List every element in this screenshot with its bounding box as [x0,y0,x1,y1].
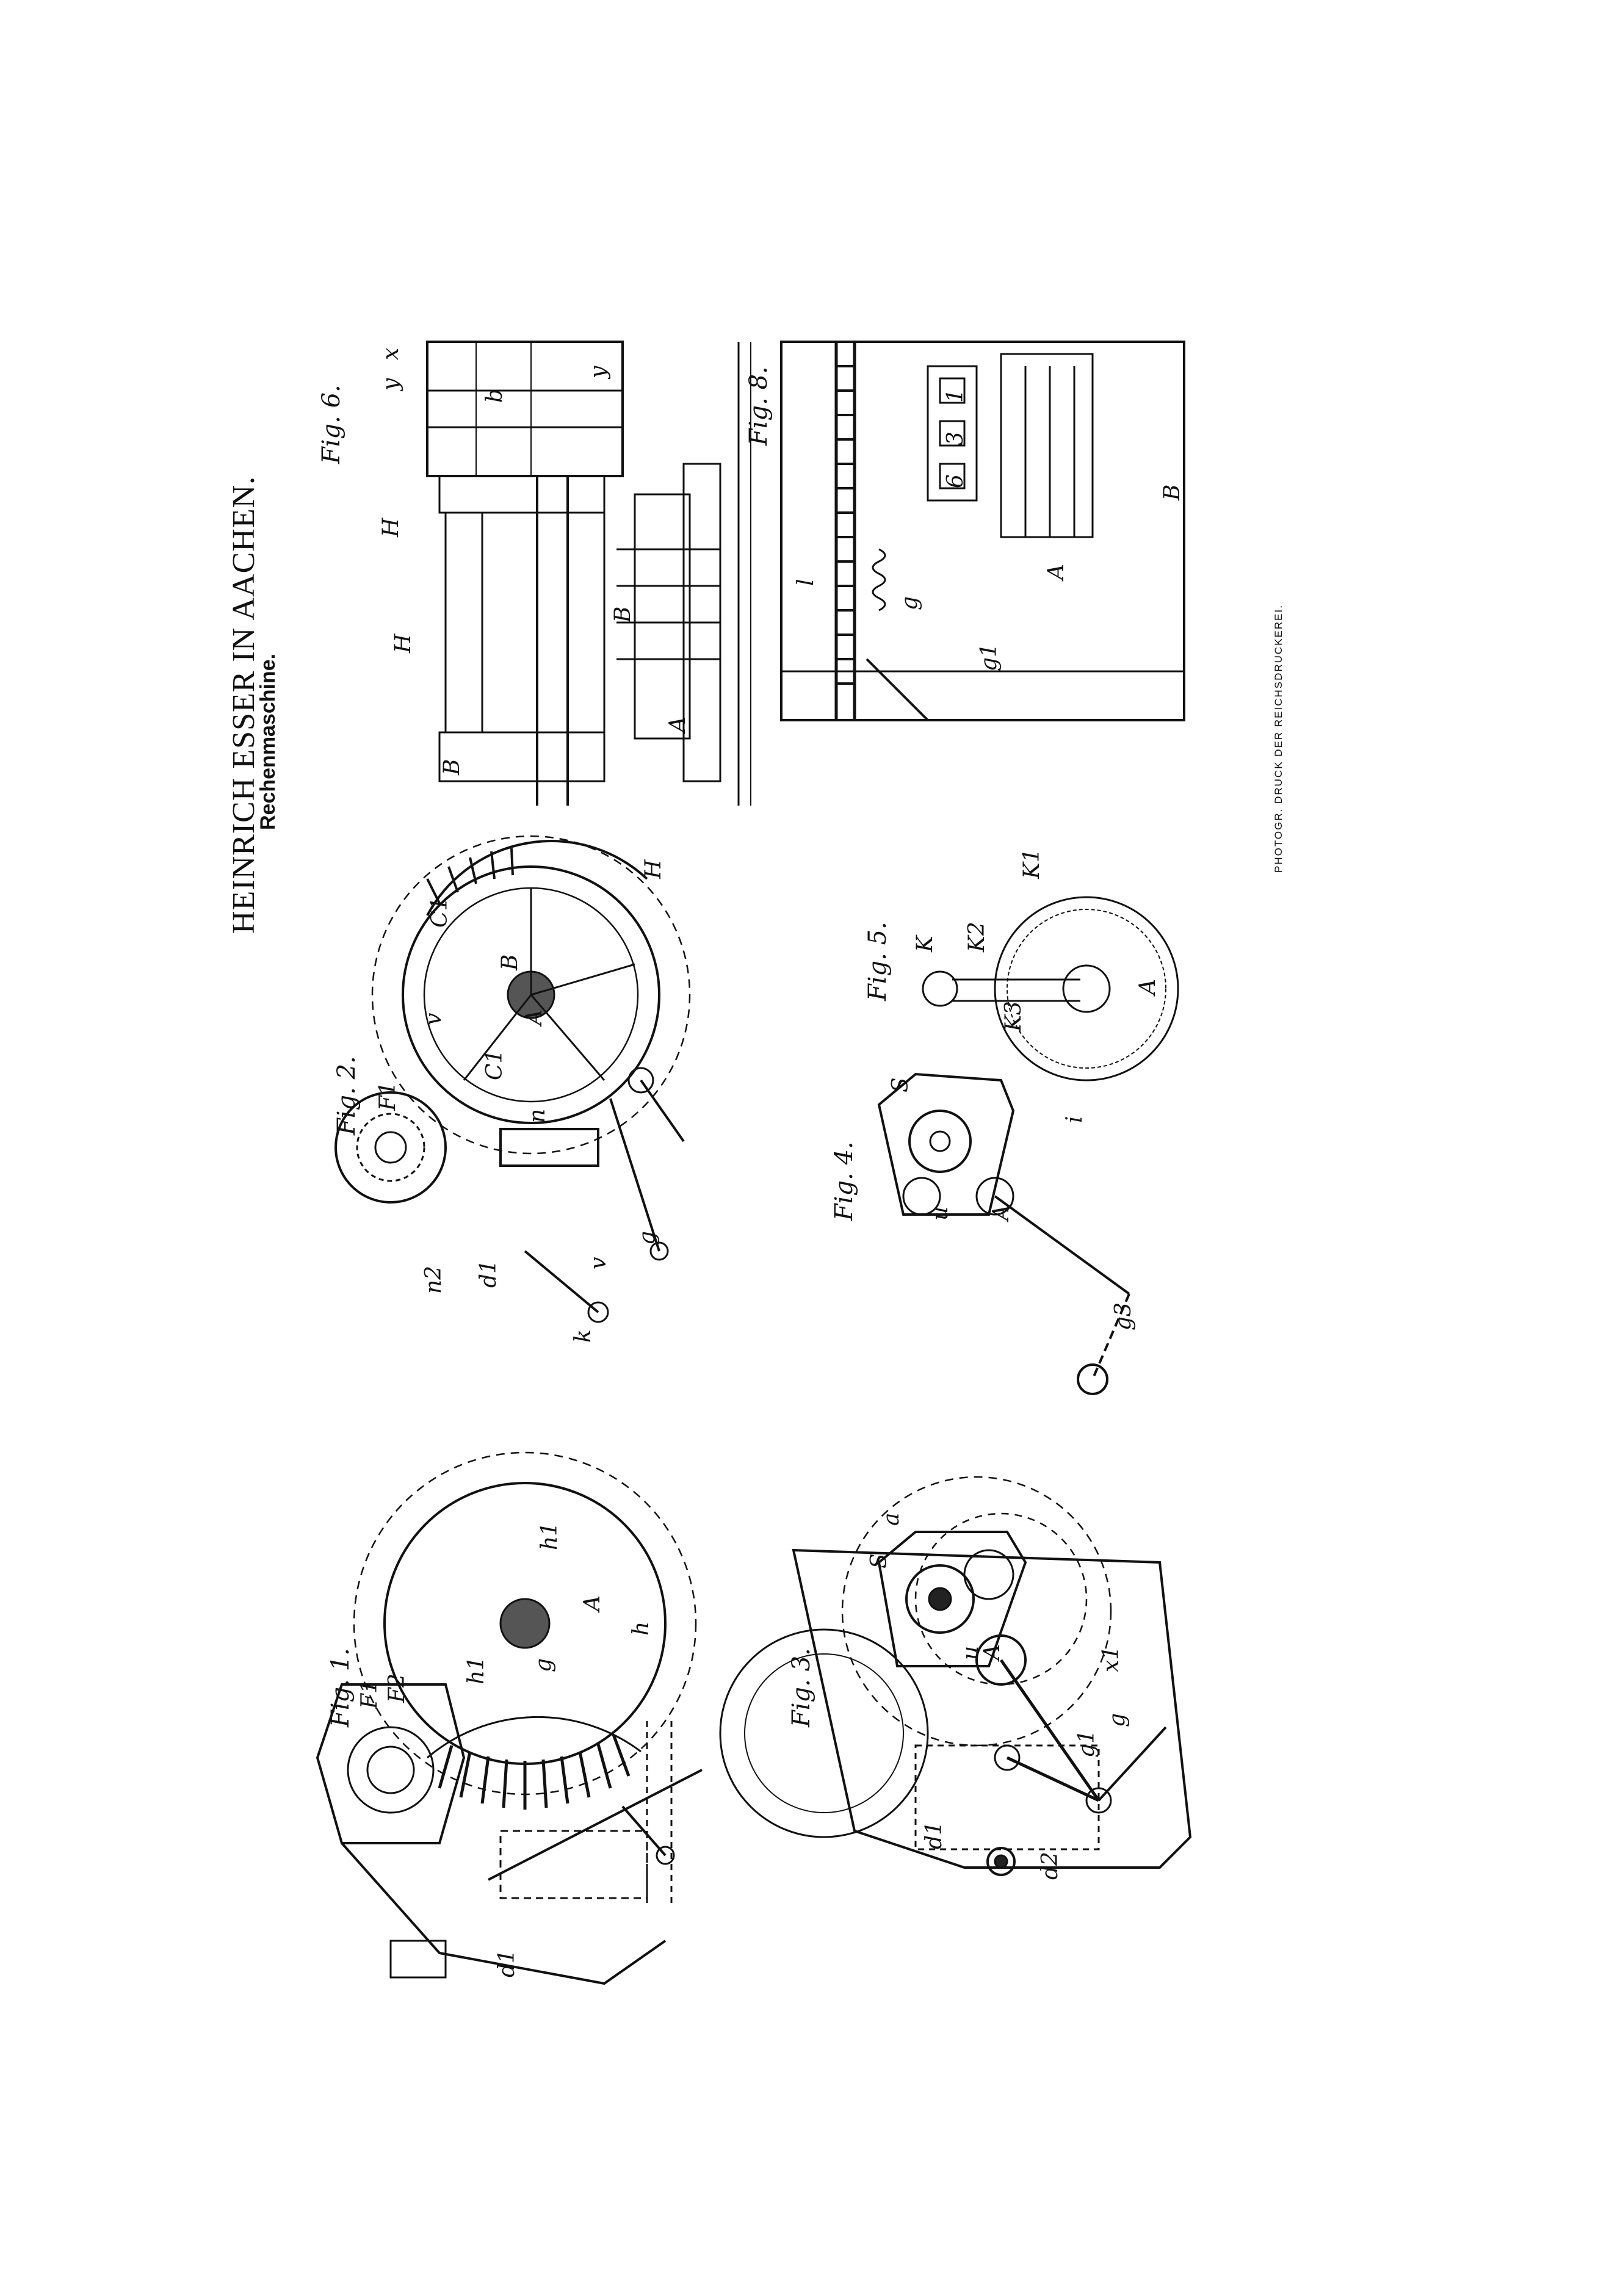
fig2-ref: A [522,1009,547,1025]
header-subtitle: Rechenmaschine. [256,653,280,830]
fig6-ref: y [378,378,403,391]
fig3-ref: S [867,1553,892,1569]
fig5-label: Fig. 5. [864,922,892,1001]
fig3-label: Fig. 3. [787,1648,815,1727]
fig1-sector-teeth [438,1734,631,1810]
fig1-drawing [316,1451,703,1985]
fig6-ref: H [378,518,403,537]
fig4-ref: S [888,1077,913,1092]
fig1-ref: d1 [494,1949,519,1977]
fig4-ref: u [928,1206,953,1221]
fig6-ref: x [378,347,403,360]
fig6-ref: y [586,366,611,378]
fig2-sector-teeth [426,848,514,904]
fig4-ref: g3 [1111,1302,1136,1330]
fig2-ref: n2 [421,1265,446,1294]
fig8-ref: A [1044,564,1069,580]
fig3-ref: a [879,1512,904,1526]
fig3-ref: g1 [1074,1730,1099,1758]
fig3-ref: d2 [1038,1852,1063,1880]
fig5-ref: A [1135,979,1160,995]
fig6-ref: A [665,717,690,732]
fig2-ref: C1 [427,897,452,928]
printer-imprint: PHOTOGR. DRUCK DER REICHSDRUCKEREI. [1273,604,1284,873]
fig1-ref: h1 [464,1656,489,1684]
fig5-ref: K3 [1001,1001,1026,1031]
fig8-ref: g [897,596,922,610]
fig2-ref: g [635,1230,660,1245]
fig2-ref: v [586,1257,611,1269]
fig1-label: Fig. 1. [327,1648,355,1727]
fig1-ref: A [580,1595,605,1611]
fig2-ref: B [497,954,522,970]
fig6-drawing [426,341,751,806]
fig3-ref: g [1105,1713,1130,1727]
fig1-ref: F1 [357,1680,382,1709]
fig8-ref: g1 [977,643,1002,671]
fig4-ref: i [1062,1116,1087,1123]
fig2-ref: k [571,1329,596,1343]
fig6-ref: H [391,634,416,653]
fig2-ref: n [525,1108,550,1123]
fig2-drawing [334,835,691,1323]
fig6-ref: B [439,759,464,775]
fig6-ref: b [482,388,507,403]
fig8-ref: 3 [943,431,968,446]
fig5-ref: K2 [964,922,989,952]
fig1-ref: h [629,1621,654,1636]
fig4-ref: A [989,1205,1014,1221]
fig2-ref: H [641,859,666,879]
fig8-rack-teeth [836,365,855,685]
fig6-ref: B [610,606,635,623]
fig4-drawing [877,1072,1130,1395]
fig2-ref: F1 [375,1081,400,1111]
fig2-ref: v [421,1013,446,1025]
fig8-ref: B [1160,484,1185,500]
fig4-label: Fig. 4. [830,1141,858,1221]
fig6-label: Fig. 6. [317,384,345,464]
fig8-ref: 6 [943,474,968,488]
fig2-label: Fig. 2. [333,1056,361,1135]
fig5-ref: K1 [1019,848,1044,879]
fig3-ref: x1 [1099,1645,1124,1672]
fig5-drawing [922,896,1179,1081]
fig8-ref: 1 [943,389,968,403]
fig2-ref: d1 [476,1260,501,1288]
fig3-ref: d1 [922,1821,947,1849]
fig1-ref: F2 [385,1673,410,1703]
fig8-drawing [780,341,1185,721]
fig1-ref: h1 [537,1522,562,1550]
fig1-ref: g [531,1658,556,1672]
fig3-ref: A [980,1644,1005,1660]
fig5-ref: K [913,936,938,952]
fig2-ref: C1 [482,1049,507,1080]
fig8-label: Fig. 8. [745,366,773,446]
fig3-drawing [719,1476,1192,1876]
fig8-ref: l [793,579,819,586]
